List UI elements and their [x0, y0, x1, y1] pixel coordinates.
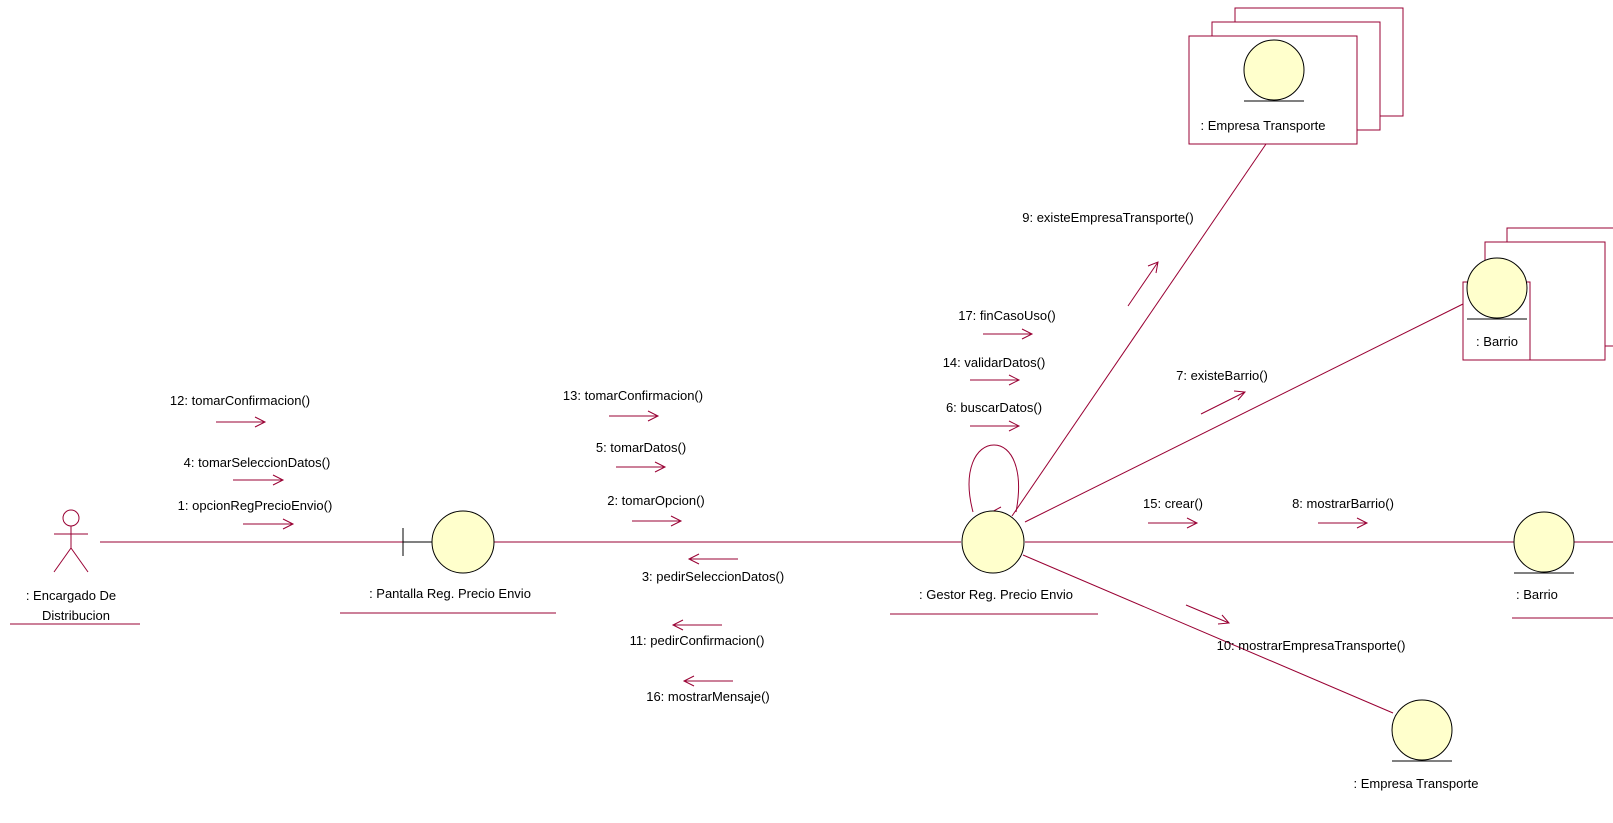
barrio-multi-name: : Barrio	[1476, 334, 1518, 349]
message-labels: 12: tomarConfirmacion() 4: tomarSeleccio…	[170, 210, 1405, 704]
label-m12: 12: tomarConfirmacion()	[170, 393, 310, 408]
label-m6: 6: buscarDatos()	[946, 400, 1042, 415]
actor-name-line2: Distribucion	[42, 608, 110, 623]
link-control-empresa-single	[1022, 554, 1394, 714]
arrow-m2	[632, 515, 683, 527]
arrow-m17	[983, 328, 1034, 340]
entity-icon	[1243, 39, 1305, 102]
empresa-transporte-multiobject: : Empresa Transporte	[1188, 7, 1404, 145]
label-m2: 2: tomarOpcion()	[607, 493, 705, 508]
arrow-m3	[687, 553, 738, 565]
boundary-pantalla: : Pantalla Reg. Precio Envio	[340, 510, 556, 614]
arrow-m5	[616, 461, 667, 473]
arrow-m13	[609, 410, 660, 422]
label-m10: 10: mostrarEmpresaTransporte()	[1217, 638, 1406, 653]
link-control-empresa-multi	[1011, 143, 1267, 517]
self-link-control	[968, 444, 1020, 513]
label-m16: 16: mostrarMensaje()	[646, 689, 770, 704]
entity-icon	[1513, 511, 1575, 574]
arrow-m8	[1318, 517, 1369, 529]
arrow-m12	[216, 416, 267, 428]
arrow-m1	[243, 518, 295, 530]
arrow-m7	[1200, 390, 1247, 415]
links	[100, 143, 1613, 714]
actor-icon	[53, 509, 89, 573]
label-m15: 15: crear()	[1143, 496, 1203, 511]
arrow-m6	[970, 420, 1021, 432]
barrio-multiobject: : Barrio	[1462, 227, 1613, 361]
boundary-name: : Pantalla Reg. Precio Envio	[369, 586, 531, 601]
label-m17: 17: finCasoUso()	[958, 308, 1056, 323]
label-m4: 4: tomarSeleccionDatos()	[184, 455, 331, 470]
entity-icon	[1391, 699, 1453, 762]
arrow-m11	[671, 619, 722, 631]
empresa-multi-name: : Empresa Transporte	[1201, 118, 1326, 133]
label-m3: 3: pedirSeleccionDatos()	[642, 569, 784, 584]
label-m7: 7: existeBarrio()	[1176, 368, 1268, 383]
label-m1: 1: opcionRegPrecioEnvio()	[178, 498, 333, 513]
actor-name-line1: : Encargado De	[26, 588, 116, 603]
message-arrows	[216, 261, 1369, 687]
control-gestor: : Gestor Reg. Precio Envio	[890, 510, 1098, 615]
link-control-barrio-multi	[1024, 302, 1466, 523]
arrow-m10	[1185, 604, 1231, 625]
empresa-transporte-object: : Empresa Transporte	[1354, 699, 1479, 791]
control-icon	[961, 510, 1025, 574]
barrio-object: : Barrio	[1512, 511, 1613, 619]
control-name: : Gestor Reg. Precio Envio	[919, 587, 1073, 602]
entity-icon	[1466, 257, 1528, 320]
boundary-icon	[402, 510, 495, 574]
label-m8: 8: mostrarBarrio()	[1292, 496, 1394, 511]
label-m13: 13: tomarConfirmacion()	[563, 388, 703, 403]
label-m14: 14: validarDatos()	[943, 355, 1046, 370]
arrow-m16	[682, 675, 733, 687]
empresa-single-name: : Empresa Transporte	[1354, 776, 1479, 791]
arrow-m4	[233, 474, 285, 486]
arrow-m15	[1148, 517, 1199, 529]
label-m11: 11: pedirConfirmacion()	[630, 633, 765, 648]
label-m9: 9: existeEmpresaTransporte()	[1022, 210, 1193, 225]
arrow-m9	[1127, 261, 1159, 307]
actor-encargado: : Encargado De Distribucion	[10, 509, 140, 625]
barrio-single-name: : Barrio	[1516, 587, 1558, 602]
label-m5: 5: tomarDatos()	[596, 440, 686, 455]
arrow-m14	[970, 374, 1021, 386]
